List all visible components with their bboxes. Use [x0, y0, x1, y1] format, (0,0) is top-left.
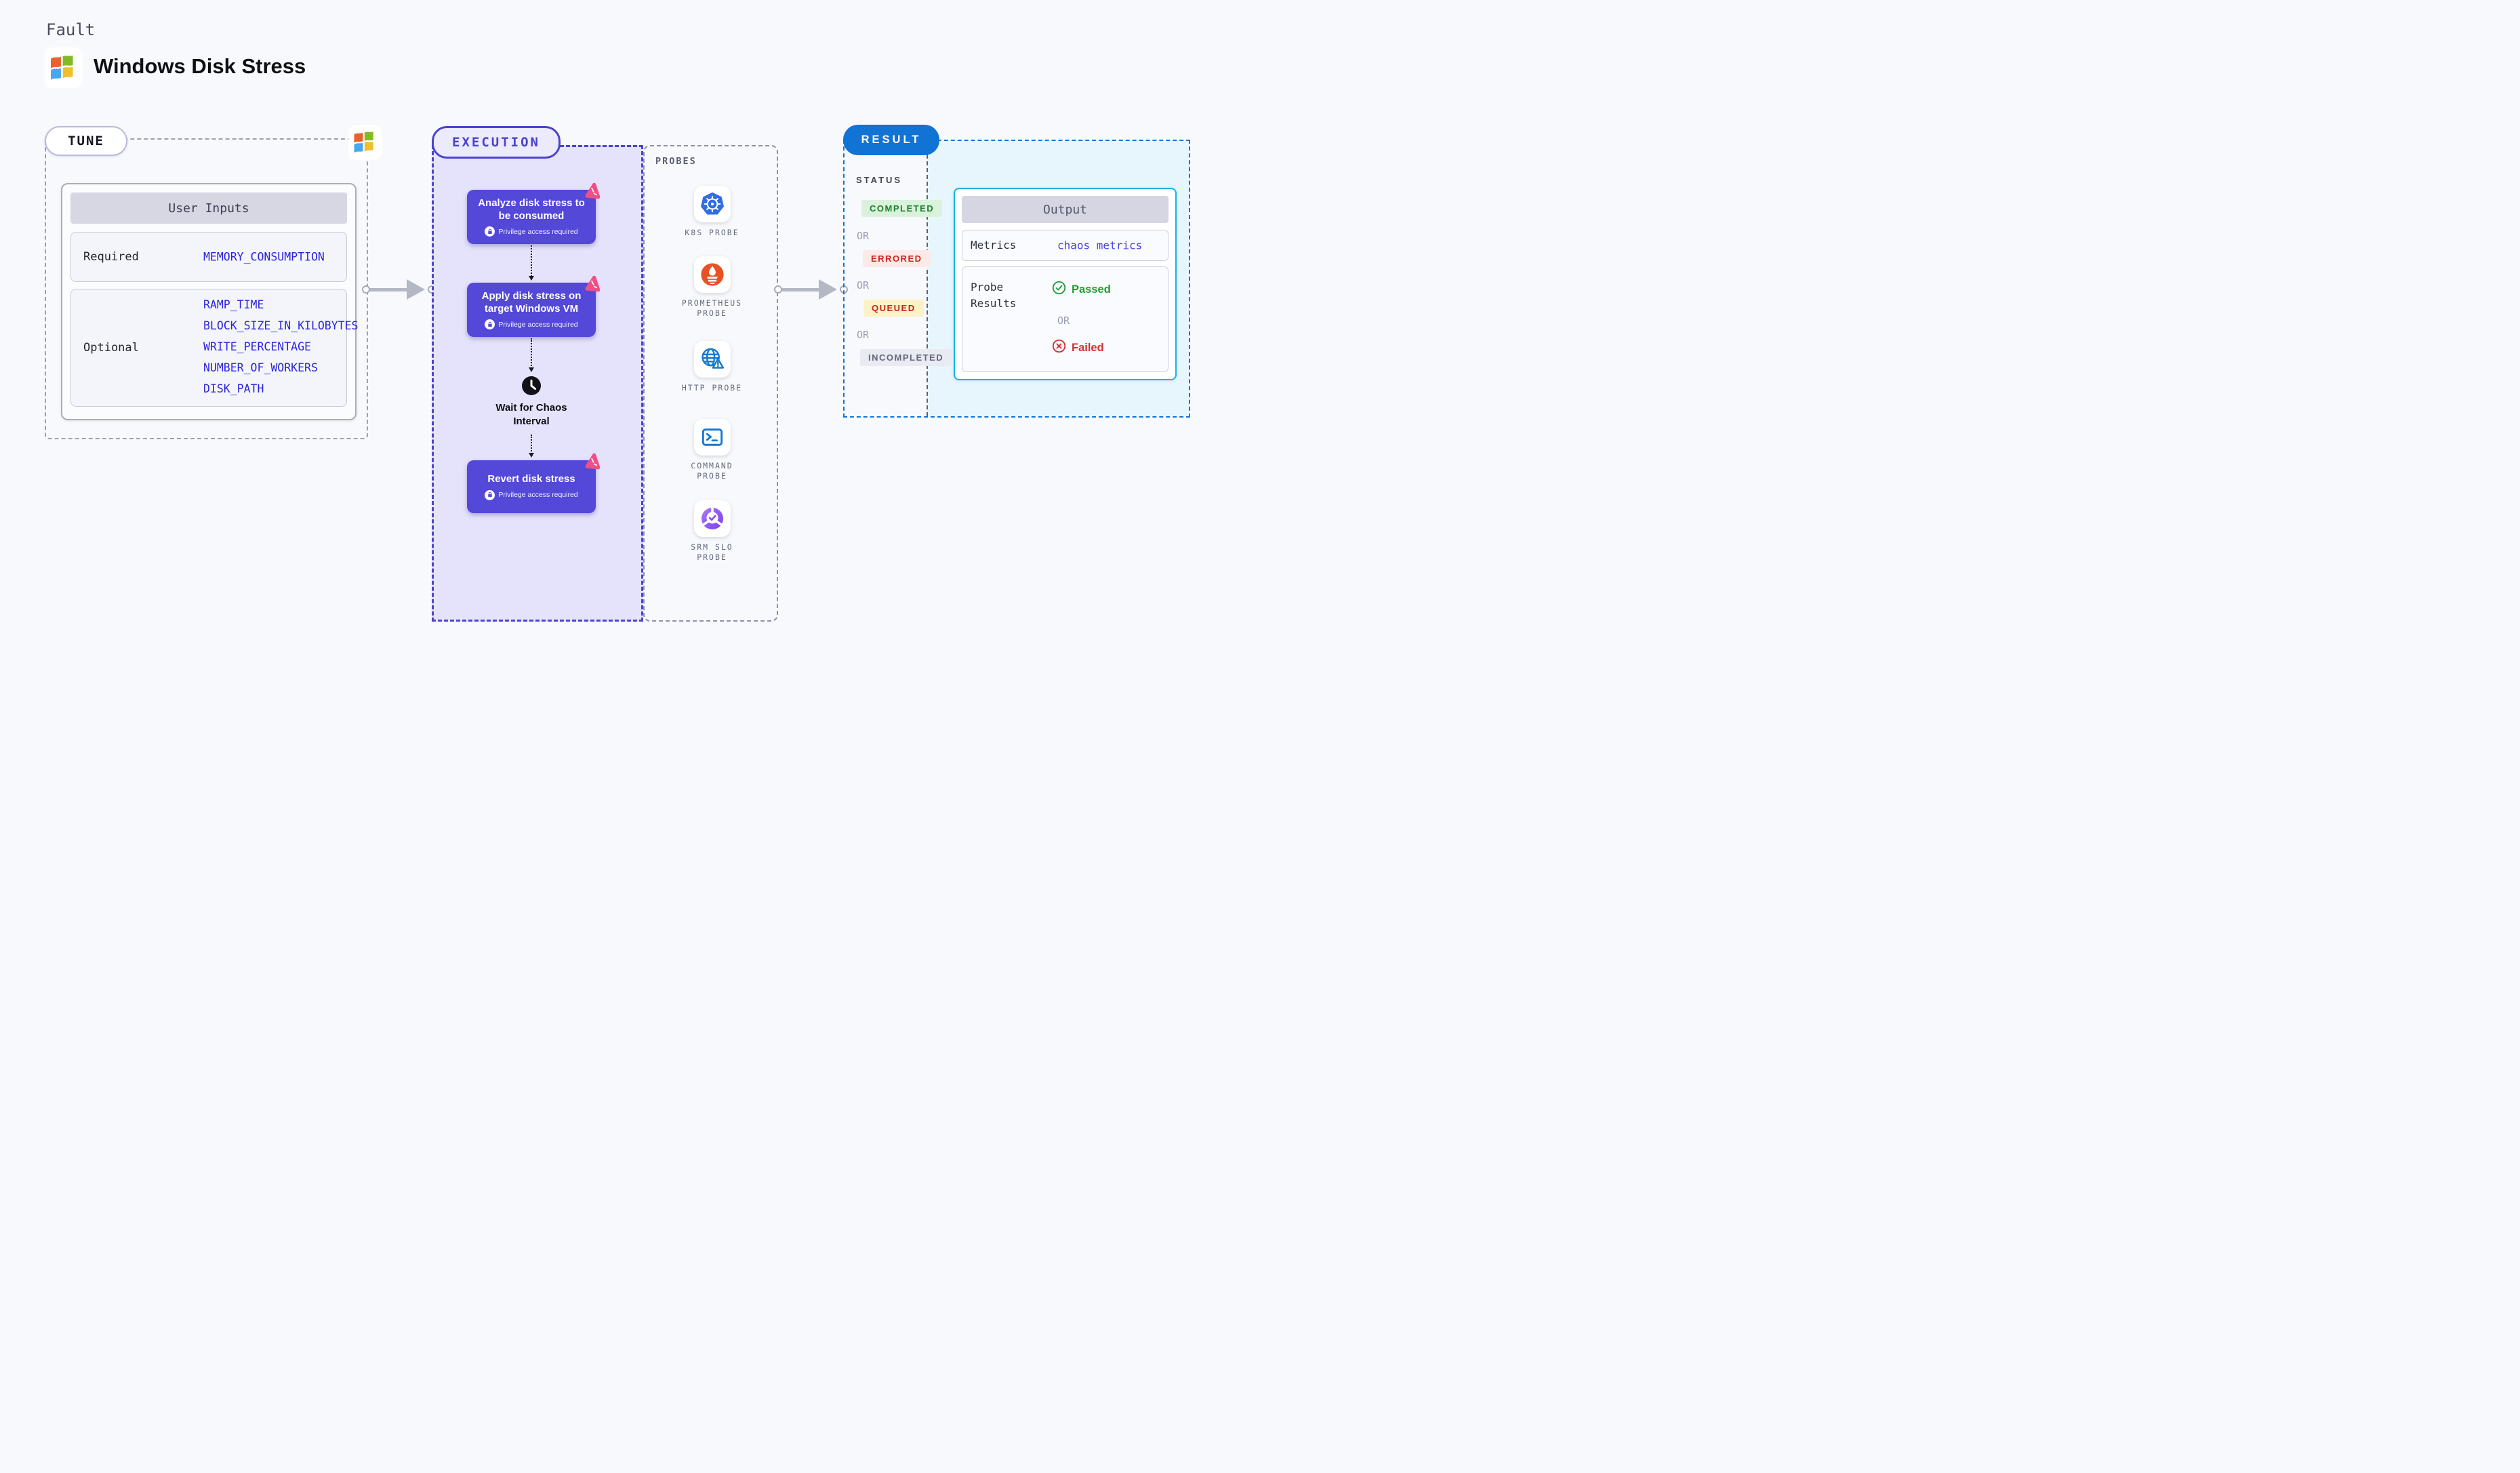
- connector-step1-step2: [528, 245, 534, 281]
- wait-for-chaos-interval-label: Wait for Chaos Interval: [495, 402, 567, 427]
- clock-icon: [521, 375, 542, 400]
- prometheus-icon: [693, 256, 731, 293]
- probe-command: COMMAND PROBE: [645, 419, 779, 481]
- slo-donut-icon: [693, 500, 731, 537]
- privilege-note: Privilege access required: [485, 489, 578, 500]
- required-inputs-row: Required MEMORY_CONSUMPTION: [70, 232, 347, 282]
- required-label: Required: [83, 250, 139, 264]
- probes-heading: PROBES: [655, 156, 697, 167]
- step-analyze-disk-stress: Analyze disk stress to be consumed Privi…: [467, 182, 601, 244]
- user-inputs-header: User Inputs: [70, 193, 347, 224]
- step-title: Apply disk stress on target Windows VM: [481, 289, 582, 315]
- metrics-label: Metrics: [971, 239, 1017, 251]
- output-table: Output Metrics chaos metrics Probe Resul…: [954, 188, 1177, 380]
- step-revert-disk-stress: Revert disk stress Privilege access requ…: [467, 453, 601, 513]
- probe-k8s: K8S PROBE: [645, 186, 779, 238]
- tune-windows-logo: [348, 125, 382, 160]
- optional-label: Optional: [83, 341, 139, 355]
- or-label: OR: [857, 329, 870, 341]
- arrow-tune-to-execution: [362, 279, 436, 300]
- terminal-icon: [693, 419, 731, 456]
- windows-logo-icon-small: [354, 132, 373, 153]
- output-header: Output: [962, 196, 1168, 223]
- privilege-note: Privilege access required: [485, 319, 578, 330]
- x-circle-icon: [1052, 339, 1066, 357]
- lock-icon: [485, 489, 495, 500]
- http-globe-icon: [693, 341, 731, 378]
- kubernetes-icon: [693, 186, 731, 222]
- probe-prometheus: PROMETHEUS PROBE: [645, 256, 779, 319]
- status-heading: STATUS: [856, 175, 903, 185]
- windows-logo-icon: [51, 55, 73, 80]
- input-write-percentage: WRITE_PERCENTAGE: [203, 340, 311, 353]
- lock-icon: [485, 226, 495, 237]
- probe-label: HTTP PROBE: [681, 383, 743, 392]
- input-number-of-workers: NUMBER_OF_WORKERS: [203, 361, 318, 374]
- connector-wait-step3: [528, 435, 534, 458]
- input-memory-consumption: MEMORY_CONSUMPTION: [203, 250, 325, 264]
- fault-diagram: Fault Windows Disk Stress TUNE User Inpu…: [0, 0, 1260, 736]
- user-inputs-table: User Inputs Required MEMORY_CONSUMPTION …: [61, 183, 358, 420]
- chaos-fault-icon: [583, 182, 602, 204]
- probe-label: SRM SLO PROBE: [691, 542, 733, 562]
- probe-label: K8S PROBE: [685, 228, 739, 237]
- result-badge: RESULT: [843, 125, 939, 155]
- status-queued: QUEUED: [863, 300, 924, 317]
- step-apply-disk-stress: Apply disk stress on target Windows VM P…: [467, 275, 601, 337]
- privilege-note: Privilege access required: [485, 226, 578, 237]
- status-completed: COMPLETED: [861, 200, 943, 217]
- probe-failed: Failed: [1052, 339, 1104, 357]
- input-block-size: BLOCK_SIZE_IN_KILOBYTES: [203, 319, 359, 332]
- page-title: Windows Disk Stress: [94, 54, 306, 78]
- input-ramp-time: RAMP_TIME: [203, 298, 264, 311]
- lock-icon: [485, 319, 495, 330]
- step-title: Revert disk stress: [487, 473, 575, 485]
- fault-kind-label: Fault: [46, 20, 96, 39]
- check-circle-icon: [1052, 281, 1066, 298]
- chaos-fault-icon: [583, 275, 602, 297]
- status-incompleted: INCOMPLETED: [860, 349, 952, 366]
- windows-logo: [45, 47, 83, 88]
- probe-srm-slo: SRM SLO PROBE: [645, 500, 779, 563]
- probes-section: PROBES K8S PROBE: [643, 145, 778, 622]
- arrow-execution-to-result: [774, 279, 849, 300]
- optional-inputs-row: Optional RAMP_TIME BLOCK_SIZE_IN_KILOBYT…: [70, 289, 358, 407]
- probe-results-row: Probe Results Passed OR Failed: [962, 266, 1168, 372]
- or-label: OR: [1057, 315, 1070, 327]
- metrics-row: Metrics chaos metrics: [962, 230, 1168, 261]
- connector-step2-wait: [528, 338, 534, 372]
- step-title: Analyze disk stress to be consumed: [478, 197, 585, 222]
- probe-label: PROMETHEUS PROBE: [681, 298, 743, 318]
- chaos-fault-icon: [583, 452, 602, 475]
- probe-label: COMMAND PROBE: [691, 461, 733, 481]
- or-label: OR: [857, 279, 870, 291]
- probe-results-label: Probe Results: [971, 281, 1017, 310]
- tune-badge: TUNE: [45, 126, 127, 156]
- or-label: OR: [857, 230, 870, 242]
- execution-badge: EXECUTION: [432, 126, 561, 159]
- input-disk-path: DISK_PATH: [203, 382, 264, 395]
- metrics-value: chaos metrics: [1057, 239, 1143, 252]
- probe-http: HTTP PROBE: [645, 341, 779, 393]
- probe-passed: Passed: [1052, 281, 1111, 298]
- status-errored: ERRORED: [863, 250, 931, 267]
